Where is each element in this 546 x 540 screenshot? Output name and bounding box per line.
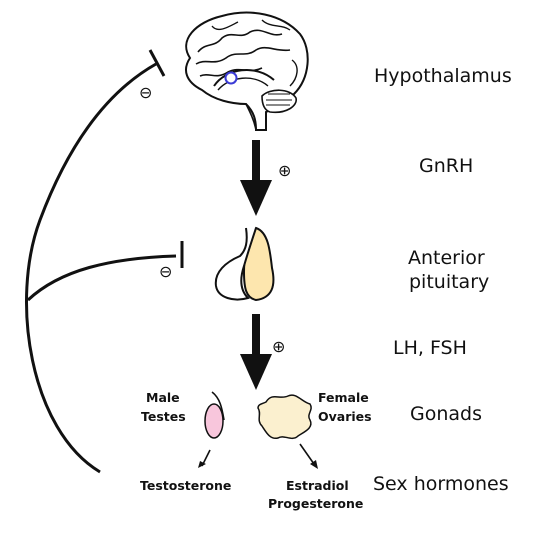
negative-feedback-lines: [25, 49, 184, 474]
feedback-to-hypothalamus: [25, 62, 157, 474]
inhibit-bar-hypothalamus: [148, 49, 166, 77]
lh-fsh-arrow: [240, 314, 272, 390]
label-hypothalamus: Hypothalamus: [374, 65, 512, 87]
feedback-to-pituitary: [26, 254, 177, 302]
inhibit-sign-hypothalamus: ⊖: [139, 83, 152, 102]
brain-illustration: [185, 11, 309, 131]
label-testosterone: Testosterone: [140, 478, 231, 493]
label-gnrh: GnRH: [419, 155, 473, 177]
label-ovaries: Ovaries: [318, 409, 372, 424]
ovary-illustration: [257, 394, 318, 469]
gnrh-arrow: [240, 140, 272, 216]
hypothalamus-marker: [224, 71, 238, 85]
stimulate-sign-lh-fsh: ⊕: [272, 337, 285, 356]
inhibit-sign-pituitary: ⊖: [159, 262, 172, 281]
pituitary-illustration: [214, 226, 275, 302]
anterior-pituitary: [214, 227, 257, 301]
label-estradiol: Estradiol: [286, 478, 349, 493]
label-gonads: Gonads: [410, 403, 482, 425]
label-progesterone: Progesterone: [268, 496, 363, 511]
label-sex-hormones: Sex hormones: [373, 473, 509, 495]
label-lh-fsh: LH, FSH: [393, 337, 467, 359]
label-anterior: Anterior: [408, 247, 485, 269]
label-testes: Testes: [141, 409, 186, 424]
label-male: Male: [146, 390, 180, 405]
testis-illustration: [198, 391, 225, 468]
stimulate-sign-gnrh: ⊕: [278, 161, 291, 180]
label-female: Female: [318, 390, 369, 405]
label-pituitary: pituitary: [409, 271, 489, 293]
